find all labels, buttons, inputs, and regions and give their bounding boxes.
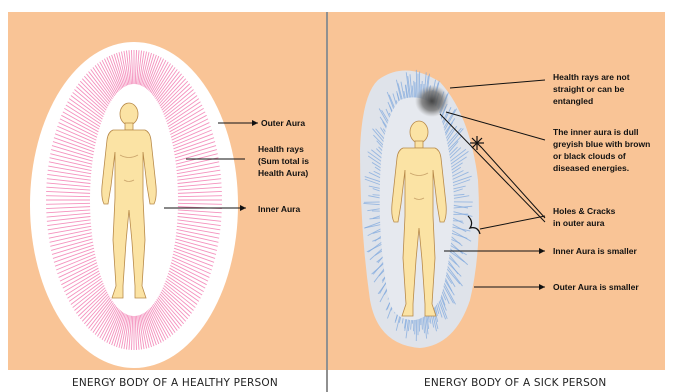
inner-aura-dull-line4: diseased energies. [553, 163, 629, 173]
outer-aura-smaller-label: Outer Aura is smaller [553, 282, 639, 292]
inner-aura-dull-line3: or black clouds of [553, 151, 626, 161]
inner-aura-smaller-label: Inner Aura is smaller [553, 246, 637, 256]
hole-icon [470, 136, 484, 150]
sick-caption: ENERGY BODY OF A SICK PERSON [424, 377, 606, 389]
inner-aura-label: Inner Aura [258, 204, 300, 214]
health-rays-label-line3: Health Aura) [258, 168, 308, 178]
inner-aura-dull-line1: The inner aura is dull [553, 127, 639, 137]
health-rays-not-straight-line3: entangled [553, 96, 593, 106]
health-rays-not-straight-line1: Health rays are not [553, 72, 630, 82]
health-rays-not-straight-line2: straight or can be [553, 84, 625, 94]
outer-aura-label: Outer Aura [261, 118, 305, 128]
healthy-caption: ENERGY BODY OF A HEALTHY PERSON [72, 377, 278, 389]
holes-cracks-line1: Holes & Cracks [553, 206, 616, 216]
inner-aura-dull-line2: greyish blue with brown [553, 139, 650, 149]
health-rays-label-line1: Health rays [258, 144, 304, 154]
health-rays-label-line2: (Sum total is [258, 156, 309, 166]
holes-cracks-line2: in outer aura [553, 218, 605, 228]
dark-energy-cloud [415, 85, 449, 117]
